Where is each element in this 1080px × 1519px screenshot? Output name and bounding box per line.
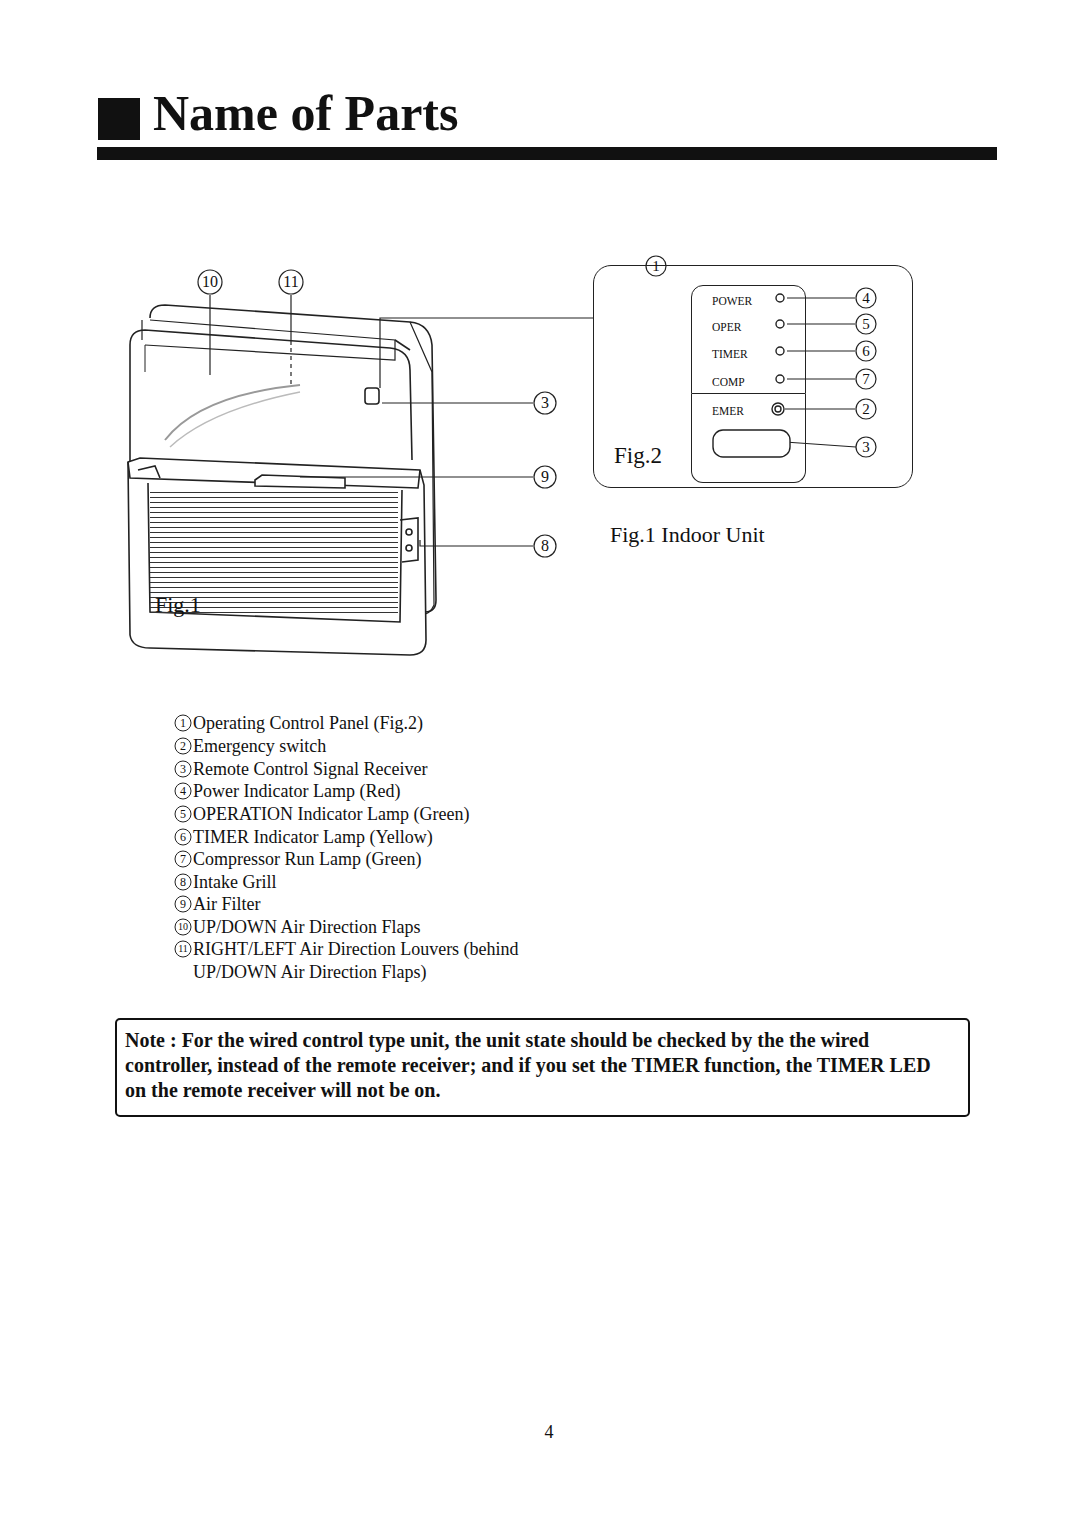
part-name: Operating Control Panel (Fig.2) bbox=[193, 712, 423, 735]
panel-section: POWER OPER TIMER COMP bbox=[691, 285, 806, 394]
part-name: Power Indicator Lamp (Red) bbox=[193, 780, 400, 803]
part-name: Intake Grill bbox=[193, 871, 276, 894]
list-number: 7 bbox=[180, 852, 186, 867]
figure-caption: Fig.1 Indoor Unit bbox=[610, 521, 765, 549]
list-number: 10 bbox=[178, 921, 188, 934]
panel-label: COMP bbox=[712, 375, 745, 389]
callout-number: 8 bbox=[541, 536, 549, 556]
list-number: 1 bbox=[180, 716, 186, 731]
panel-label: POWER bbox=[712, 294, 752, 308]
callout-number: 1 bbox=[652, 257, 660, 276]
part-name: Remote Control Signal Receiver bbox=[193, 758, 427, 781]
list-number: 4 bbox=[180, 784, 186, 799]
note-box: Note : For the wired control type unit, … bbox=[115, 1018, 970, 1117]
title-bullet bbox=[98, 98, 140, 140]
figure-label: Fig.1 bbox=[155, 591, 201, 619]
part-name: TIMER Indicator Lamp (Yellow) bbox=[193, 826, 433, 849]
callout-number: 5 bbox=[862, 315, 870, 334]
callout-circle bbox=[198, 256, 876, 557]
callout-number: 9 bbox=[541, 467, 549, 487]
list-number: 9 bbox=[180, 897, 186, 912]
panel-label: OPER bbox=[712, 320, 741, 334]
part-name: Emergency switch bbox=[193, 735, 326, 758]
panel-section: EMER bbox=[691, 394, 806, 483]
list-number: 5 bbox=[180, 807, 186, 822]
panel-label: EMER bbox=[712, 404, 744, 418]
figure-label: Fig.2 bbox=[614, 442, 662, 471]
indoor-unit bbox=[128, 305, 436, 655]
list-number: 11 bbox=[178, 943, 188, 956]
page-number: 4 bbox=[545, 1421, 554, 1444]
part-name: Air Filter bbox=[193, 893, 261, 916]
part-name: Compressor Run Lamp (Green) bbox=[193, 848, 421, 871]
callout-number: 4 bbox=[862, 289, 870, 308]
panel-parts bbox=[713, 294, 790, 457]
panel-label: TIMER bbox=[712, 347, 748, 361]
page-title: Name of Parts bbox=[153, 86, 458, 141]
callout-number: 10 bbox=[202, 272, 218, 292]
list-number-circle bbox=[175, 715, 191, 957]
part-name: UP/DOWN Air Direction Flaps bbox=[193, 916, 420, 939]
callout-number: 2 bbox=[862, 400, 870, 419]
callout-number: 3 bbox=[862, 438, 870, 457]
list-number: 6 bbox=[180, 830, 186, 845]
note-text: Note : For the wired control type unit, … bbox=[125, 1028, 956, 1103]
leader-line bbox=[210, 295, 856, 546]
callout-number: 6 bbox=[862, 342, 870, 361]
list-number: 2 bbox=[180, 739, 186, 754]
list-number: 3 bbox=[180, 762, 186, 777]
part-name: OPERATION Indicator Lamp (Green) bbox=[193, 803, 469, 826]
list-number: 8 bbox=[180, 875, 186, 890]
callout-number: 7 bbox=[862, 370, 870, 389]
callout-number: 3 bbox=[541, 393, 549, 413]
part-name: RIGHT/LEFT Air Direction Louvers (behind… bbox=[193, 938, 553, 983]
title-bar bbox=[97, 147, 997, 160]
callout-number: 11 bbox=[283, 272, 298, 292]
